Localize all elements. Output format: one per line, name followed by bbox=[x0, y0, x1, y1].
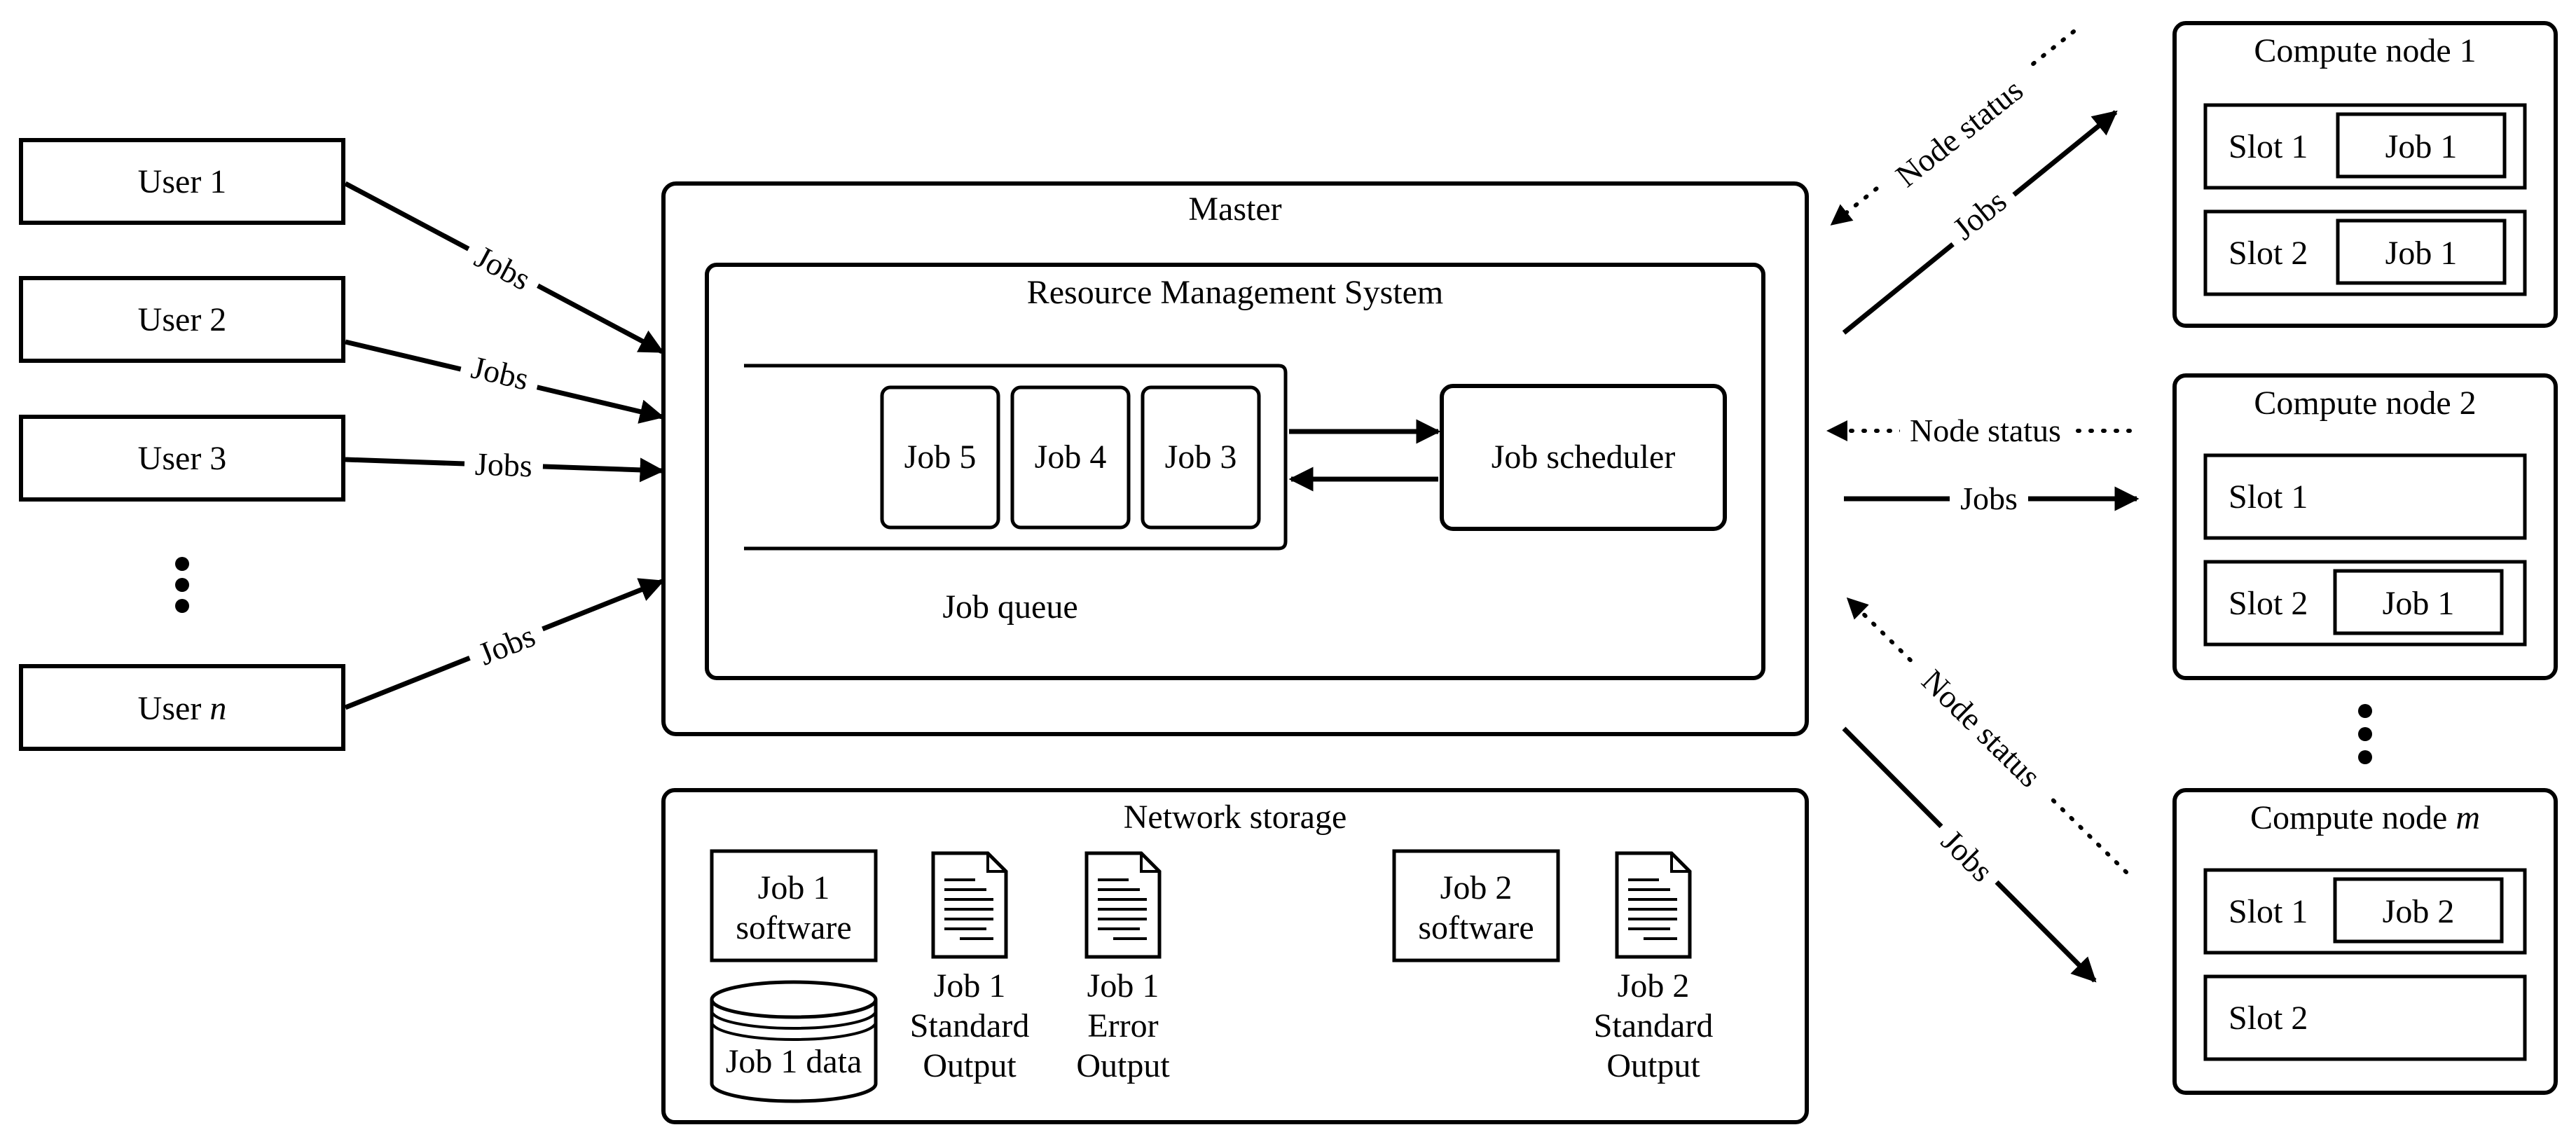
compute-node-title: Compute node 2 bbox=[2254, 385, 2476, 422]
job1-stdout-line3: Output bbox=[923, 1047, 1017, 1084]
slot-1: Slot 1 bbox=[2203, 453, 2527, 540]
database-icon: Job 1 data bbox=[710, 980, 878, 1103]
users-ellipsis bbox=[175, 557, 189, 613]
slot-2: Slot 2 Job 1 bbox=[2203, 560, 2527, 647]
jobs-edge-usern: Jobs bbox=[344, 578, 665, 710]
job2-software-line1: Job 2 bbox=[1440, 869, 1513, 906]
document-icon bbox=[1084, 851, 1162, 959]
jobs-edge-user1: Jobs bbox=[344, 181, 665, 354]
job1-stdout-line1: Job 1 bbox=[934, 967, 1006, 1005]
slot-label: Slot 2 bbox=[2229, 235, 2308, 272]
compute-node-title: Compute node 1 bbox=[2254, 32, 2476, 69]
compute-node-2: Compute node 2 Slot 1 Slot 2 Job 1 bbox=[2172, 373, 2558, 680]
queue-job-label: Job 3 bbox=[1165, 439, 1237, 476]
jobs-edge-nodem: Jobs bbox=[1842, 726, 2097, 983]
slot-job-label: Job 2 bbox=[2383, 893, 2455, 930]
job2-stdout-line1: Job 2 bbox=[1618, 967, 1690, 1005]
job1-stderr-line3: Output bbox=[1076, 1047, 1170, 1084]
job-scheduler-box: Job scheduler bbox=[1440, 384, 1727, 531]
document-icon bbox=[1615, 851, 1692, 959]
job1-software-box: Job 1 software bbox=[710, 849, 878, 962]
slot-label: Slot 1 bbox=[2229, 128, 2308, 165]
compute-node-1: Compute node 1 Slot 1 Job 1 Slot 2 Job 1 bbox=[2172, 21, 2558, 328]
job-queue: Job 5 Job 4 Job 3 Job queue bbox=[744, 364, 1288, 626]
queue-job-label: Job 5 bbox=[904, 439, 977, 476]
jobs-edge-node1: Jobs bbox=[1842, 110, 2118, 335]
jobs-edge-user3: Jobs bbox=[345, 441, 665, 488]
node-status-edge-m: Node status bbox=[1846, 597, 2128, 874]
user-box-3: User 3 bbox=[19, 415, 345, 502]
job2-stdout-line2: Standard bbox=[1594, 1007, 1714, 1044]
queue-job-5: Job 5 bbox=[880, 385, 1000, 530]
slot-job-label: Job 1 bbox=[2385, 235, 2458, 272]
slot-label: Slot 1 bbox=[2229, 478, 2308, 516]
job2-software-box: Job 2 software bbox=[1392, 849, 1560, 962]
slot-2: Slot 2 Job 1 bbox=[2203, 209, 2527, 296]
compute-node-m: Compute node m Slot 1 Job 2 Slot 2 bbox=[2172, 788, 2558, 1095]
slot-1: Slot 1 Job 1 bbox=[2203, 103, 2527, 190]
slot-2: Slot 2 bbox=[2203, 974, 2527, 1061]
job1-stdout-line2: Standard bbox=[910, 1007, 1030, 1044]
slot-label: Slot 2 bbox=[2229, 585, 2308, 622]
job-queue-label: Job queue bbox=[942, 588, 1077, 626]
job1-data-label: Job 1 data bbox=[726, 1043, 862, 1080]
slot-job-label: Job 1 bbox=[2385, 128, 2458, 165]
queue-job-3: Job 3 bbox=[1141, 385, 1261, 530]
network-storage-title: Network storage bbox=[1124, 799, 1347, 836]
queue-job-4: Job 4 bbox=[1010, 385, 1131, 530]
job1-stderr-line2: Error bbox=[1087, 1007, 1158, 1044]
job1-software-line2: software bbox=[736, 909, 851, 946]
slot-label: Slot 1 bbox=[2229, 893, 2308, 930]
slot-label: Slot 2 bbox=[2229, 1000, 2308, 1037]
job1-stderr-line1: Job 1 bbox=[1087, 967, 1159, 1005]
jobs-label: Jobs bbox=[474, 446, 533, 484]
jobs-edge-user2: Jobs bbox=[345, 339, 665, 424]
rms-title: Resource Management System bbox=[1027, 274, 1444, 311]
job-scheduler-label: Job scheduler bbox=[1492, 439, 1676, 476]
user-label: User n bbox=[138, 690, 227, 727]
node-status-label: Node status bbox=[1915, 663, 2048, 794]
user-box-n: User n bbox=[19, 664, 345, 751]
job2-stdout-line3: Output bbox=[1606, 1047, 1700, 1084]
master-title: Master bbox=[1188, 191, 1281, 228]
node-status-label: Node status bbox=[1889, 71, 2030, 193]
jobs-label: Jobs bbox=[1960, 481, 2018, 516]
user-label: User 3 bbox=[138, 440, 227, 477]
slot-1: Slot 1 Job 2 bbox=[2203, 868, 2527, 955]
job1-software-line1: Job 1 bbox=[758, 869, 830, 906]
node-status-label: Node status bbox=[1910, 413, 2061, 448]
slot-job-label: Job 1 bbox=[2383, 585, 2455, 622]
user-label: User 2 bbox=[138, 301, 227, 338]
job2-software-line2: software bbox=[1418, 909, 1534, 946]
node-status-edge-1: Node status bbox=[1830, 29, 2076, 226]
compute-node-title: Compute node m bbox=[2250, 799, 2480, 836]
node-status-edge-2: Node status bbox=[1826, 409, 2132, 451]
document-icon bbox=[931, 851, 1008, 959]
queue-job-label: Job 4 bbox=[1035, 439, 1107, 476]
user-box-2: User 2 bbox=[19, 276, 345, 363]
user-label: User 1 bbox=[138, 163, 227, 200]
nodes-ellipsis bbox=[2358, 704, 2372, 764]
user-box-1: User 1 bbox=[19, 138, 345, 225]
jobs-edge-node2: Jobs bbox=[1844, 477, 2140, 519]
